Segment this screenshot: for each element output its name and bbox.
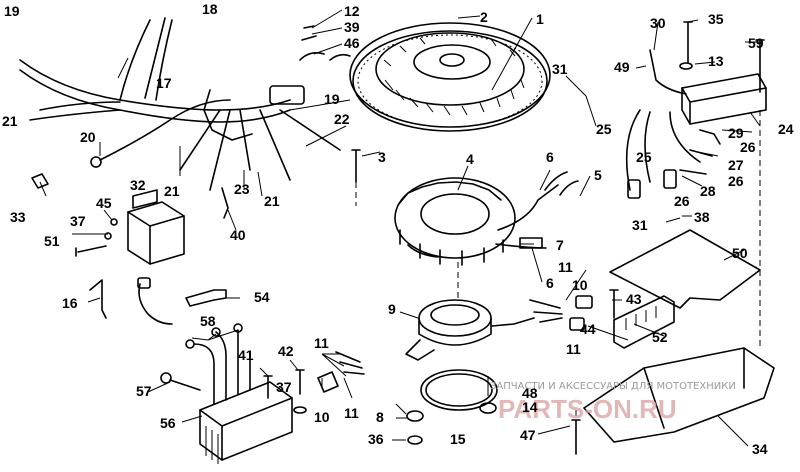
callout-43: 43 [626, 291, 642, 307]
ignition-coil [127, 189, 185, 265]
callout-6-top: 6 [546, 149, 554, 165]
callout-26-bottom: 26 [674, 193, 690, 209]
callout-25-top: 25 [596, 121, 612, 137]
callout-21-far-left: 21 [2, 113, 18, 129]
callout-44: 44 [580, 321, 596, 337]
callout-35: 35 [708, 11, 724, 27]
callout-18: 18 [202, 1, 218, 17]
callout-28: 28 [700, 183, 716, 199]
callout-38: 38 [694, 209, 710, 225]
callout-12: 12 [344, 3, 360, 19]
watermark-text: ЗАПЧАСТИ И АКСЕССУАРЫ ДЛЯ МОТОТЕХНИКИ [490, 381, 736, 392]
callout-11-right-bottom: 11 [566, 341, 581, 357]
callout-54: 54 [254, 289, 270, 305]
leader-lines [39, 9, 761, 447]
callout-31-top: 31 [552, 61, 568, 77]
callout-11-right-top: 11 [558, 259, 573, 275]
callout-23: 23 [234, 181, 250, 197]
callout-8: 8 [376, 409, 384, 425]
callout-5: 5 [594, 167, 602, 183]
callout-7: 7 [556, 237, 564, 253]
callout-37-left: 37 [70, 213, 86, 229]
callout-39: 39 [344, 19, 360, 35]
callout-21-middle: 21 [164, 183, 180, 199]
wire-harness [19, 17, 341, 191]
callout-58: 58 [200, 313, 216, 329]
callout-57: 57 [136, 383, 152, 399]
callout-48: 48 [522, 385, 538, 401]
callout-37-bottom: 37 [276, 379, 292, 395]
callout-13: 13 [708, 53, 724, 69]
callout-59: 59 [748, 35, 764, 51]
callout-40: 40 [230, 227, 246, 243]
callout-51: 51 [44, 233, 60, 249]
callout-21-right: 21 [264, 193, 280, 209]
stator-assembly [394, 171, 579, 266]
callout-26-middle: 26 [728, 173, 744, 189]
callout-6-bottom: 6 [546, 275, 554, 291]
callout-49: 49 [614, 59, 630, 75]
retaining-ring [420, 369, 498, 411]
callout-3: 3 [378, 149, 386, 165]
callout-22: 22 [334, 111, 350, 127]
callout-31-bottom: 31 [632, 217, 648, 233]
left-hardware [31, 173, 229, 325]
callout-32: 32 [130, 177, 146, 193]
small-parts-right [479, 295, 593, 414]
callout-29: 29 [728, 125, 744, 141]
middle-hardware [263, 25, 424, 445]
callout-1: 1 [536, 11, 544, 27]
callout-19-right: 19 [324, 91, 340, 107]
callout-10-left: 10 [314, 409, 330, 425]
callout-4: 4 [466, 151, 474, 167]
callout-15: 15 [450, 431, 466, 447]
callout-16: 16 [62, 295, 78, 311]
cd-module [625, 21, 767, 199]
callout-24: 24 [778, 121, 794, 137]
callout-36: 36 [368, 431, 384, 447]
callout-9: 9 [388, 301, 396, 317]
callout-33: 33 [10, 209, 26, 225]
callout-52: 52 [652, 329, 668, 345]
plates-and-bracket [571, 229, 775, 455]
callout-26-top: 26 [740, 139, 756, 155]
callout-56: 56 [160, 415, 176, 431]
callout-11-left-bottom: 11 [344, 405, 359, 421]
callout-2: 2 [480, 9, 488, 25]
flywheel [349, 22, 551, 132]
callout-10-right: 10 [572, 277, 588, 293]
callout-27: 27 [728, 157, 744, 173]
callout-50: 50 [732, 245, 748, 261]
callout-14: 14 [522, 399, 538, 415]
callout-25-bottom: 25 [636, 149, 652, 165]
callout-46: 46 [344, 35, 360, 51]
callout-17: 17 [156, 75, 172, 91]
callout-45: 45 [96, 195, 112, 211]
callout-numbers: 1 2 3 4 5 6 6 7 8 9 10 10 11 11 11 11 12… [2, 1, 794, 457]
power-pack [160, 323, 293, 464]
timer-base [405, 299, 535, 361]
callout-34: 34 [752, 441, 768, 457]
watermark-brand: PARTS-ON.RU [498, 394, 677, 424]
callout-19-left: 19 [4, 3, 20, 19]
callout-41: 41 [238, 347, 254, 363]
reference-lines [355, 110, 761, 454]
callout-42: 42 [278, 343, 294, 359]
callout-30: 30 [650, 15, 666, 31]
callout-11-left-top: 11 [314, 335, 329, 351]
callout-47: 47 [520, 427, 536, 443]
callout-20: 20 [80, 129, 96, 145]
